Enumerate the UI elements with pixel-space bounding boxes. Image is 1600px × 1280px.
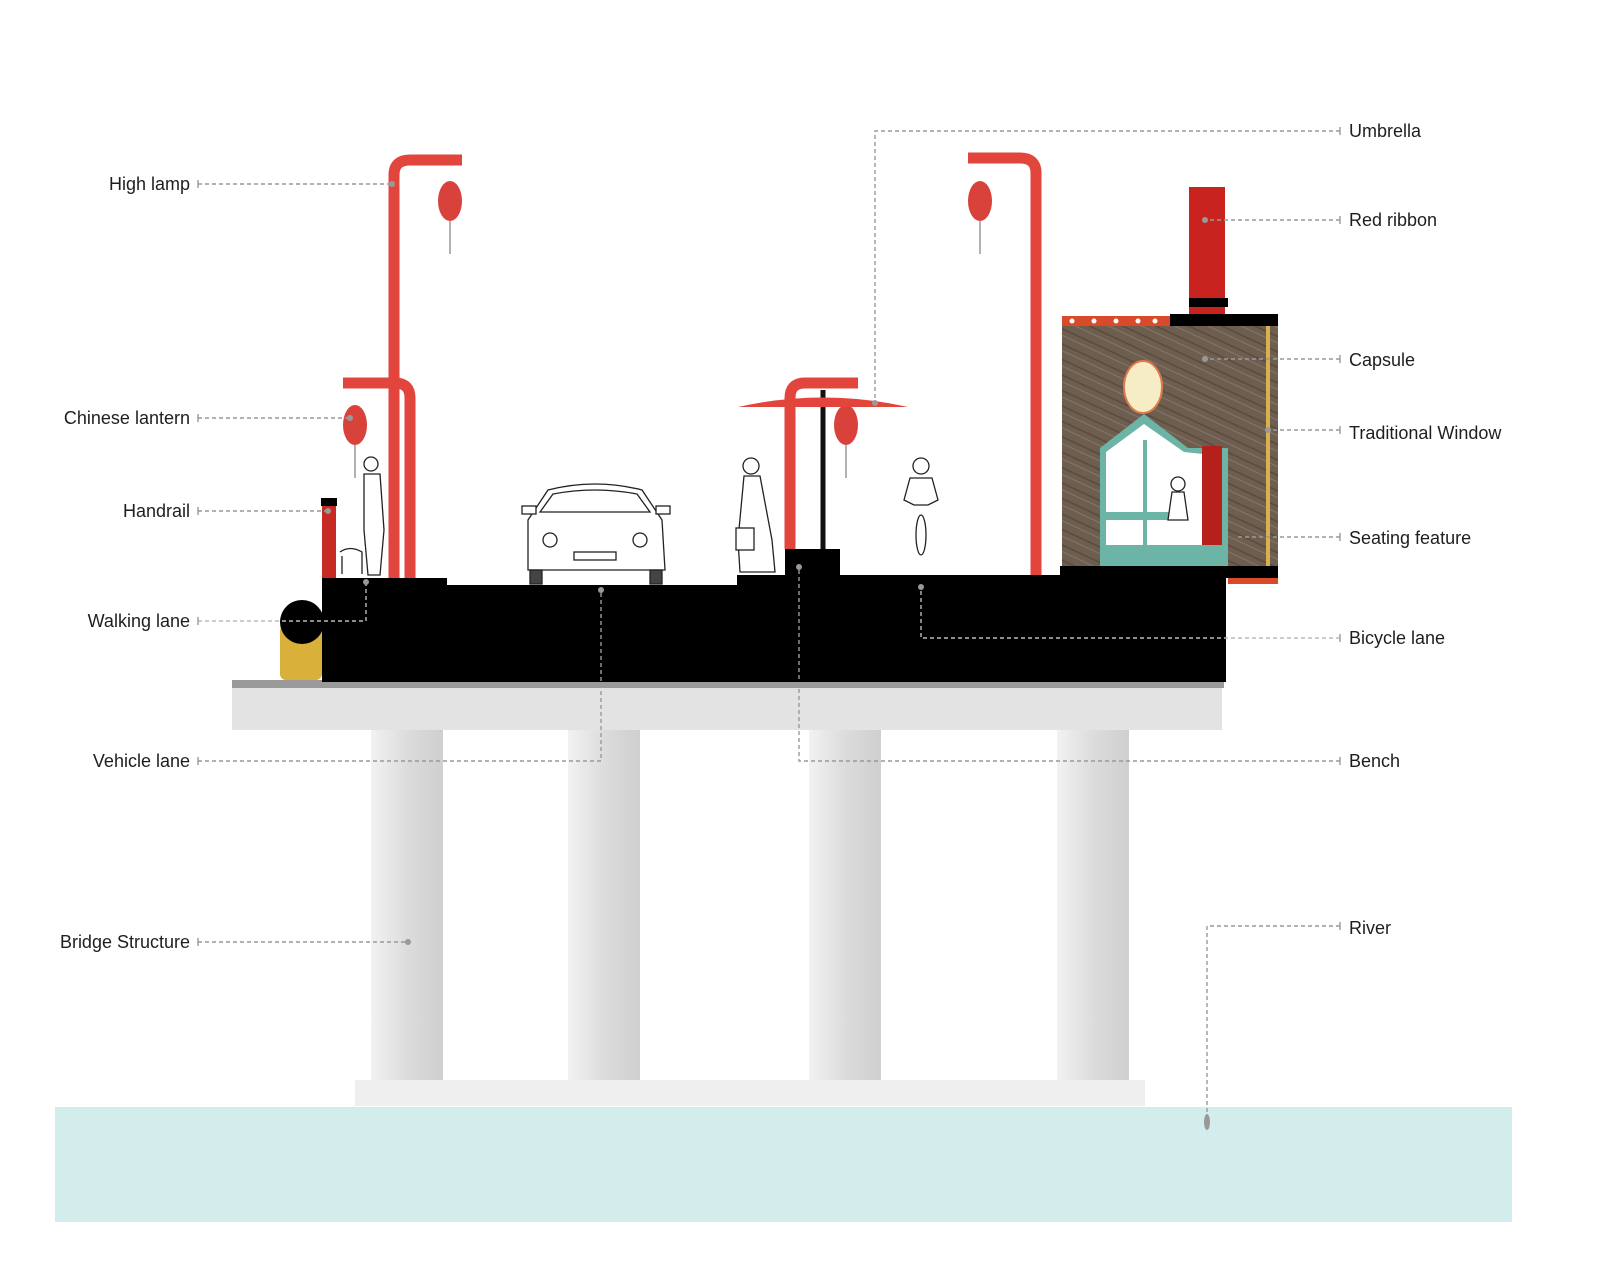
river-water	[55, 1107, 1512, 1222]
red-ribbon	[1189, 187, 1228, 315]
lamp-posts	[343, 152, 1042, 578]
umbrella	[738, 390, 908, 549]
label-handrail: Handrail	[122, 501, 190, 521]
capsule-lantern	[1123, 360, 1163, 414]
label-seating-feature: Seating feature	[1349, 528, 1472, 548]
label-chinese-lantern: Chinese lantern	[63, 408, 190, 428]
label-umbrella: Umbrella	[1349, 121, 1422, 141]
pedestrian-woman	[735, 457, 776, 573]
label-river: River	[1349, 918, 1392, 938]
deck	[322, 549, 1226, 682]
pedestrian-with-dog	[339, 456, 385, 576]
label-capsule: Capsule	[1349, 350, 1416, 370]
label-bench: Bench	[1349, 751, 1401, 771]
bridge-piers	[371, 728, 1129, 1080]
footing	[355, 1080, 1145, 1106]
cyclist	[903, 457, 939, 556]
label-walking-lane: Walking lane	[87, 611, 190, 631]
capsule	[1062, 314, 1278, 584]
label-traditional-window: Traditional Window	[1349, 423, 1502, 443]
label-red-ribbon: Red ribbon	[1349, 210, 1438, 230]
chinese-lanterns	[343, 181, 992, 478]
seated-person	[1167, 476, 1189, 521]
leader-lines	[197, 127, 1341, 1130]
label-vehicle-lane: Vehicle lane	[92, 751, 190, 771]
handrail	[321, 498, 337, 578]
drain-pipe	[280, 600, 324, 680]
label-bicycle-lane: Bicycle lane	[1349, 628, 1446, 648]
deck-edge	[232, 680, 1224, 688]
cap-beam	[232, 682, 1222, 730]
label-bridge-structure: Bridge Structure	[59, 932, 190, 952]
car	[521, 483, 671, 585]
label-high-lamp: High lamp	[108, 174, 190, 194]
